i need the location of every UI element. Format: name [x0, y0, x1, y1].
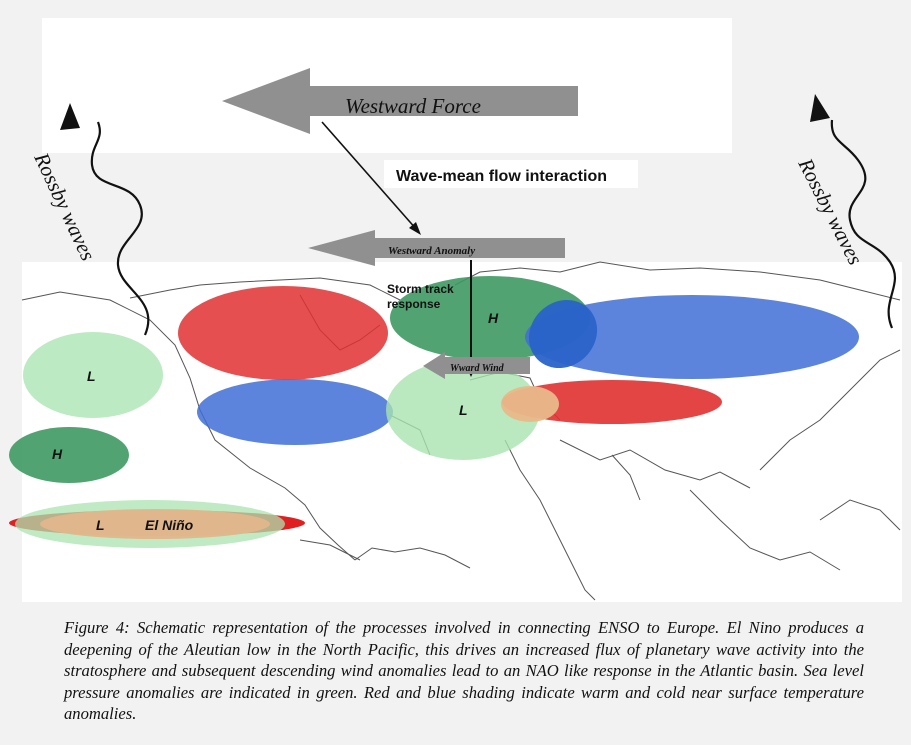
rossby-wave-right-line	[830, 119, 896, 329]
atlantic-high-label: H	[488, 310, 499, 326]
pacific-high-label: H	[52, 446, 63, 462]
anomaly-shading	[9, 276, 859, 548]
atlantic-low-label: L	[459, 402, 468, 418]
wave-mean-flow-box	[384, 160, 638, 188]
enso-europe-diagram: L H L H L El Niño Westward Force Wave-me…	[9, 18, 902, 602]
rossby-wave-left-arrowhead	[60, 103, 80, 130]
eurasia-cold-anomaly	[525, 295, 859, 379]
el-nino-label: El Niño	[145, 517, 194, 533]
mediterranean-warm-anomaly	[502, 380, 722, 424]
figure-caption: Figure 4: Schematic representation of th…	[64, 618, 864, 723]
pacific-low-label: L	[87, 368, 96, 384]
westward-force-arrow	[222, 68, 578, 134]
pacific-high-anomaly	[9, 427, 129, 483]
atlantic-low-anomaly	[386, 360, 540, 460]
interaction-arrow-line	[321, 121, 418, 231]
wward-wind-label: Wward Wind	[450, 363, 505, 374]
westward-anomaly-label: Westward Anomaly	[388, 245, 475, 257]
north-america-warm-anomaly	[178, 286, 388, 380]
storm-track-label-line2: response	[387, 297, 441, 311]
north-america-cold-anomaly	[197, 379, 393, 445]
westward-anomaly-arrow	[308, 230, 565, 266]
el-nino-low-label: L	[96, 517, 105, 533]
wward-wind-arrow	[423, 352, 530, 379]
westward-force-label: Westward Force	[345, 94, 481, 118]
stratosphere-panel	[42, 18, 732, 153]
mediterranean-overlap	[501, 386, 559, 422]
pacific-low-anomaly	[23, 332, 163, 418]
interaction-arrow-head	[409, 222, 421, 235]
storm-track-label-line1: Storm track	[387, 282, 454, 296]
wave-mean-flow-label: Wave-mean flow interaction	[396, 168, 607, 185]
rossby-wave-right-arrowhead	[810, 94, 830, 122]
rossby-wave-left-line	[90, 121, 150, 336]
el-nino-overlap	[40, 509, 270, 539]
europe-cold-core	[528, 299, 598, 369]
